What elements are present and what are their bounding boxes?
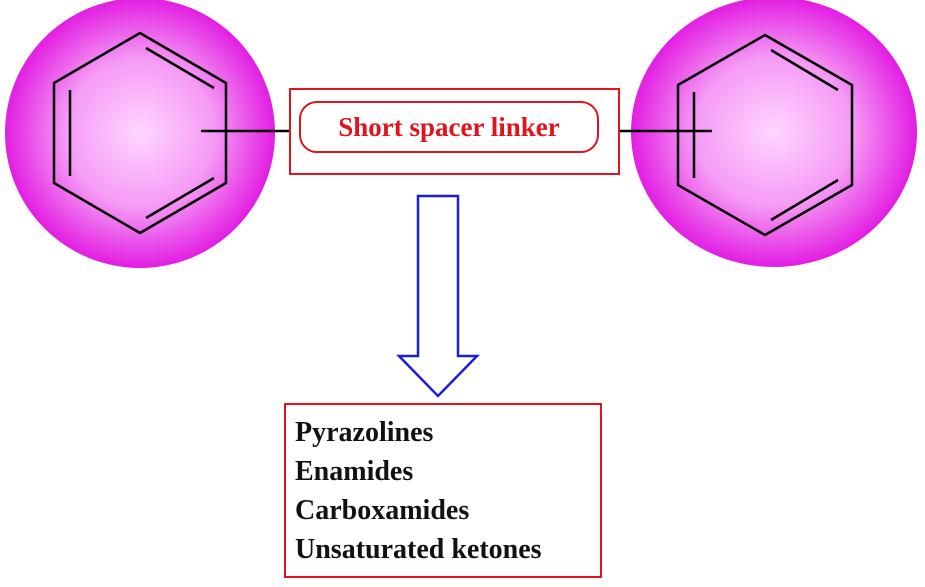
down-arrow-icon	[396, 194, 480, 398]
result-item-carboxamides: Carboxamides	[295, 495, 470, 526]
left-sphere	[5, 0, 275, 268]
left-benzene-ring-icon	[52, 31, 228, 235]
result-list-box: Pyrazolines Enamides Carboxamides Unsatu…	[284, 403, 602, 578]
result-item-enamides: Enamides	[295, 456, 414, 487]
result-item-pyrazolines: Pyrazolines	[295, 417, 434, 448]
result-item-unsaturated-ketones: Unsaturated ketones	[295, 534, 542, 565]
right-benzene-ring-icon	[676, 33, 854, 237]
linker-label-box: Short spacer linker	[299, 101, 599, 153]
linker-label: Short spacer linker	[338, 111, 560, 142]
